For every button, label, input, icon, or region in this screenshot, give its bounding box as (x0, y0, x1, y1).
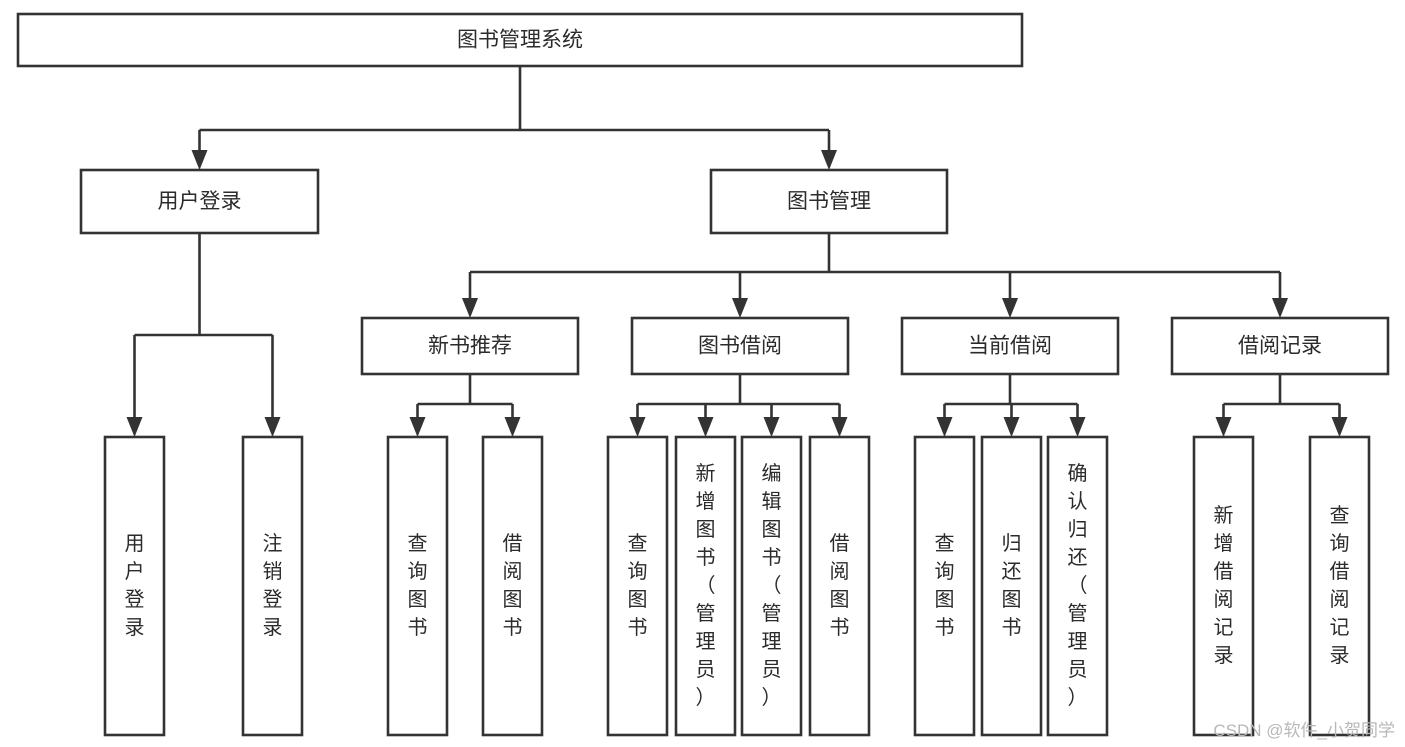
node-leaf-user-login[interactable]: 用户登录 (103, 435, 166, 737)
arrow-head-icon (1003, 417, 1020, 437)
node-box (79, 168, 320, 235)
arrow-head-icon (697, 417, 714, 437)
node-leaf-add-record[interactable]: 新增借阅记录 (1192, 435, 1255, 737)
node-label: 借阅图书 (503, 532, 523, 639)
node-label: 新增借阅记录 (1214, 504, 1234, 667)
node-label: 图书管理系统 (457, 29, 583, 52)
node-box (808, 435, 871, 737)
node-label: 确认归还（管理员） (1068, 462, 1088, 709)
node-box (900, 316, 1120, 376)
node-root[interactable]: 图书管理系统 (16, 12, 1024, 68)
arrow-head-icon (1331, 417, 1348, 437)
node-label: 查询借阅记录 (1330, 504, 1350, 667)
node-label: 借阅记录 (1238, 335, 1322, 358)
node-leaf-add-book[interactable]: 新增图书（管理员） (674, 435, 737, 737)
node-leaf-query-record[interactable]: 查询借阅记录 (1308, 435, 1371, 737)
arrow-head-icon (191, 150, 208, 170)
connector-lines (126, 66, 1348, 437)
node-book-borrow[interactable]: 图书借阅 (630, 316, 850, 376)
node-box (1170, 316, 1390, 376)
arrow-head-icon (821, 150, 837, 170)
node-label: 图书管理 (787, 190, 871, 213)
node-label: 新增图书（管理员） (696, 462, 716, 709)
node-box (674, 435, 737, 737)
arrow-head-icon (629, 417, 646, 437)
node-box (980, 435, 1043, 737)
arrow-head-icon (831, 417, 848, 437)
node-leaf-borrow-book-rec[interactable]: 借阅图书 (481, 435, 544, 737)
arrow-head-icon (462, 298, 478, 318)
node-leaf-edit-book[interactable]: 编辑图书（管理员） (740, 435, 803, 737)
node-box (1046, 435, 1109, 737)
node-label: 用户登录 (158, 190, 242, 213)
arrow-head-icon (126, 417, 143, 437)
arrow-head-icon (504, 417, 521, 437)
node-box (103, 435, 166, 737)
arrow-head-icon (1002, 298, 1018, 318)
arrow-head-icon (1272, 298, 1288, 318)
node-box (740, 435, 803, 737)
node-label: 查询图书 (935, 532, 955, 639)
node-box (1192, 435, 1255, 737)
node-user-login[interactable]: 用户登录 (79, 168, 320, 235)
node-label: 当前借阅 (968, 335, 1052, 358)
node-leaf-borrow-book[interactable]: 借阅图书 (808, 435, 871, 737)
node-leaf-return-book[interactable]: 归还图书 (980, 435, 1043, 737)
diagram-nodes: 图书管理系统用户登录图书管理新书推荐图书借阅当前借阅借阅记录用户登录注销登录查询… (16, 12, 1390, 737)
node-leaf-query-book-borrow[interactable]: 查询图书 (606, 435, 669, 737)
watermark-text: CSDN @软件_小贺同学 (1213, 721, 1395, 740)
node-label: 归还图书 (1002, 532, 1022, 639)
node-box (630, 316, 850, 376)
node-leaf-query-book-cur[interactable]: 查询图书 (913, 435, 976, 737)
arrow-head-icon (763, 417, 780, 437)
node-box (386, 435, 449, 737)
node-label: 新书推荐 (428, 335, 512, 358)
node-current-borrow[interactable]: 当前借阅 (900, 316, 1120, 376)
node-leaf-query-book-rec[interactable]: 查询图书 (386, 435, 449, 737)
node-label: 图书借阅 (698, 335, 782, 358)
node-box (913, 435, 976, 737)
arrow-head-icon (1069, 417, 1086, 437)
node-box (241, 435, 304, 737)
node-label: 用户登录 (125, 533, 145, 639)
node-box (606, 435, 669, 737)
arrow-head-icon (936, 417, 953, 437)
node-leaf-logout[interactable]: 注销登录 (241, 435, 304, 737)
node-leaf-confirm-return[interactable]: 确认归还（管理员） (1046, 435, 1109, 737)
node-box (16, 12, 1024, 68)
node-borrow-record[interactable]: 借阅记录 (1170, 316, 1390, 376)
node-label: 借阅图书 (830, 532, 850, 639)
node-label: 编辑图书（管理员） (762, 462, 782, 709)
node-label: 查询图书 (628, 532, 648, 639)
arrow-head-icon (409, 417, 426, 437)
arrow-head-icon (1215, 417, 1232, 437)
node-new-book-recommend[interactable]: 新书推荐 (360, 316, 580, 376)
node-box (1308, 435, 1371, 737)
node-box (360, 316, 580, 376)
arrow-head-icon (732, 298, 748, 318)
node-book-manage[interactable]: 图书管理 (709, 168, 949, 235)
node-label: 注销登录 (263, 532, 283, 639)
node-box (481, 435, 544, 737)
node-label: 查询图书 (408, 532, 428, 639)
arrow-head-icon (264, 417, 281, 437)
node-box (709, 168, 949, 235)
